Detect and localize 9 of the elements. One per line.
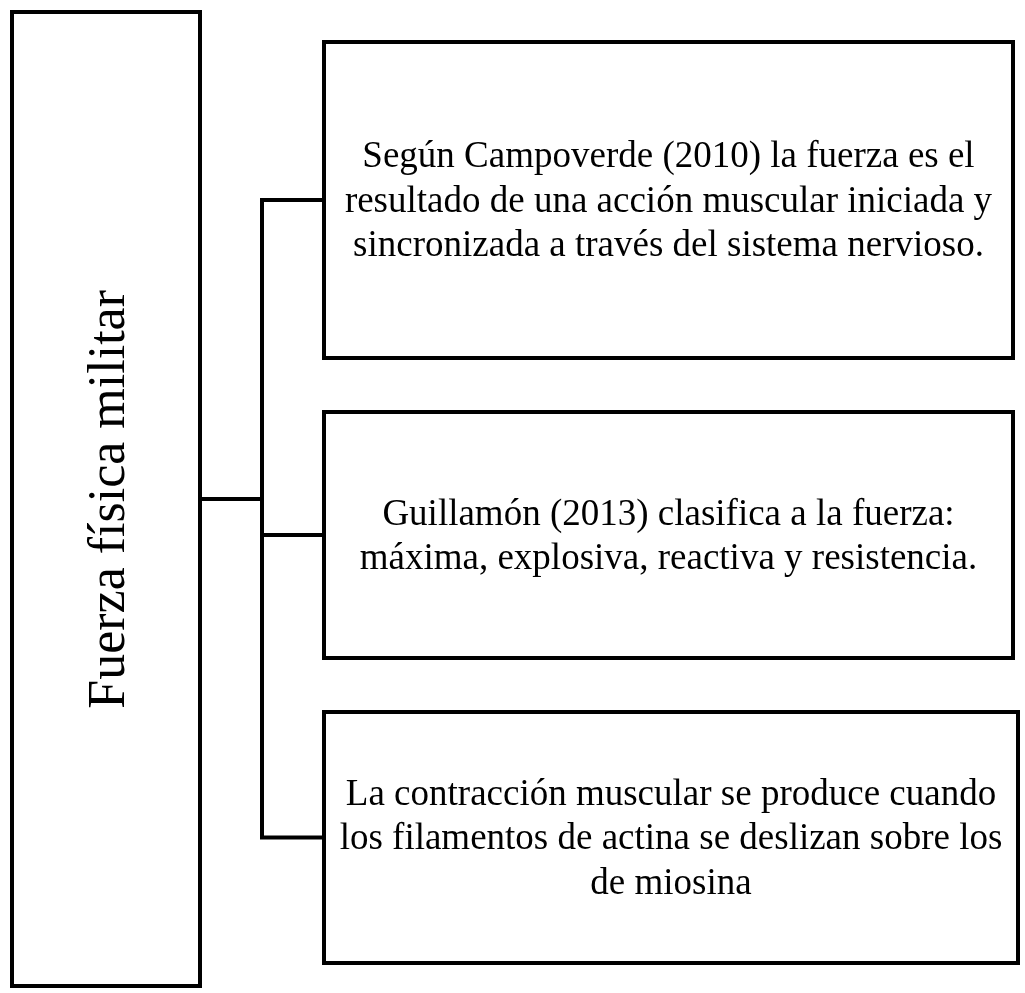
description-text: Guillamón (2013) clasifica a la fuerza: máxima, explosiva, reactiva y resistencia. [358,490,979,579]
description-text: La contracción muscular se produce cuando los filamentos de actina se deslizan sobre los de miosina [338,770,1004,904]
title-box [10,10,202,988]
connector-line [202,497,322,840]
text-box [322,410,1015,660]
text-box [322,710,1020,965]
description-text: Según Campoverde (2010) la fuerza es el resultado de una acción muscular iniciada y sincronizada a través del sistema nervioso. [343,133,994,267]
text-box [322,40,1015,360]
vertical-title: Fuerza física militar [76,289,136,709]
